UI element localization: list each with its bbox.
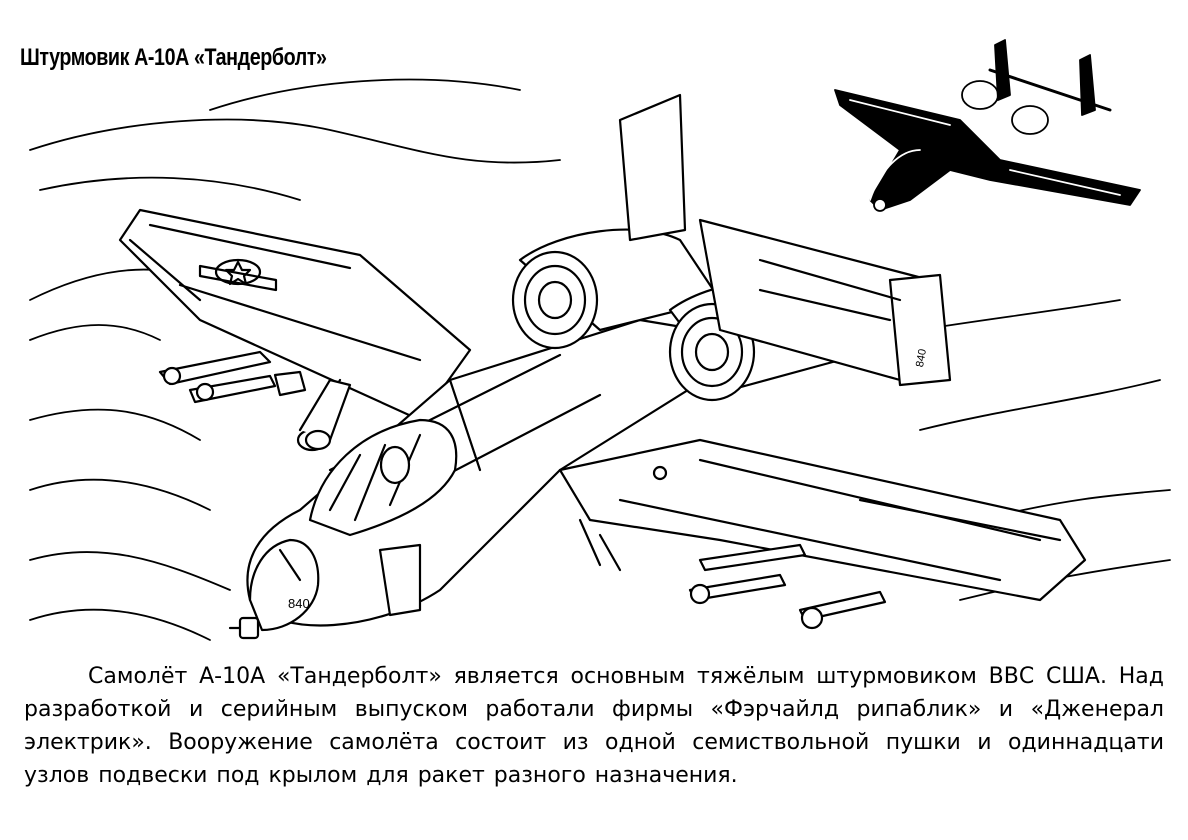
nose-number: 840	[288, 596, 310, 611]
aircraft-illustration: 840 84	[29, 39, 1171, 641]
canopy	[308, 418, 458, 537]
tail-number: 840	[914, 348, 929, 368]
roundel-icon	[198, 258, 278, 292]
right-wing	[558, 438, 1087, 602]
left-wing	[118, 208, 472, 422]
nose-section: 840	[228, 538, 320, 640]
landing-gear-pod	[298, 378, 422, 617]
tail-section: 840	[618, 93, 952, 387]
description-text: Самолёт А-10А «Тандерболт» является осно…	[24, 660, 1164, 792]
inset-aircraft-icon	[834, 39, 1141, 212]
right-wing-stores	[578, 518, 887, 630]
page-title: Штурмовик А-10А «Тандерболт»	[20, 44, 327, 71]
description-body: Самолёт А-10А «Тандерболт» является осно…	[24, 664, 1164, 788]
